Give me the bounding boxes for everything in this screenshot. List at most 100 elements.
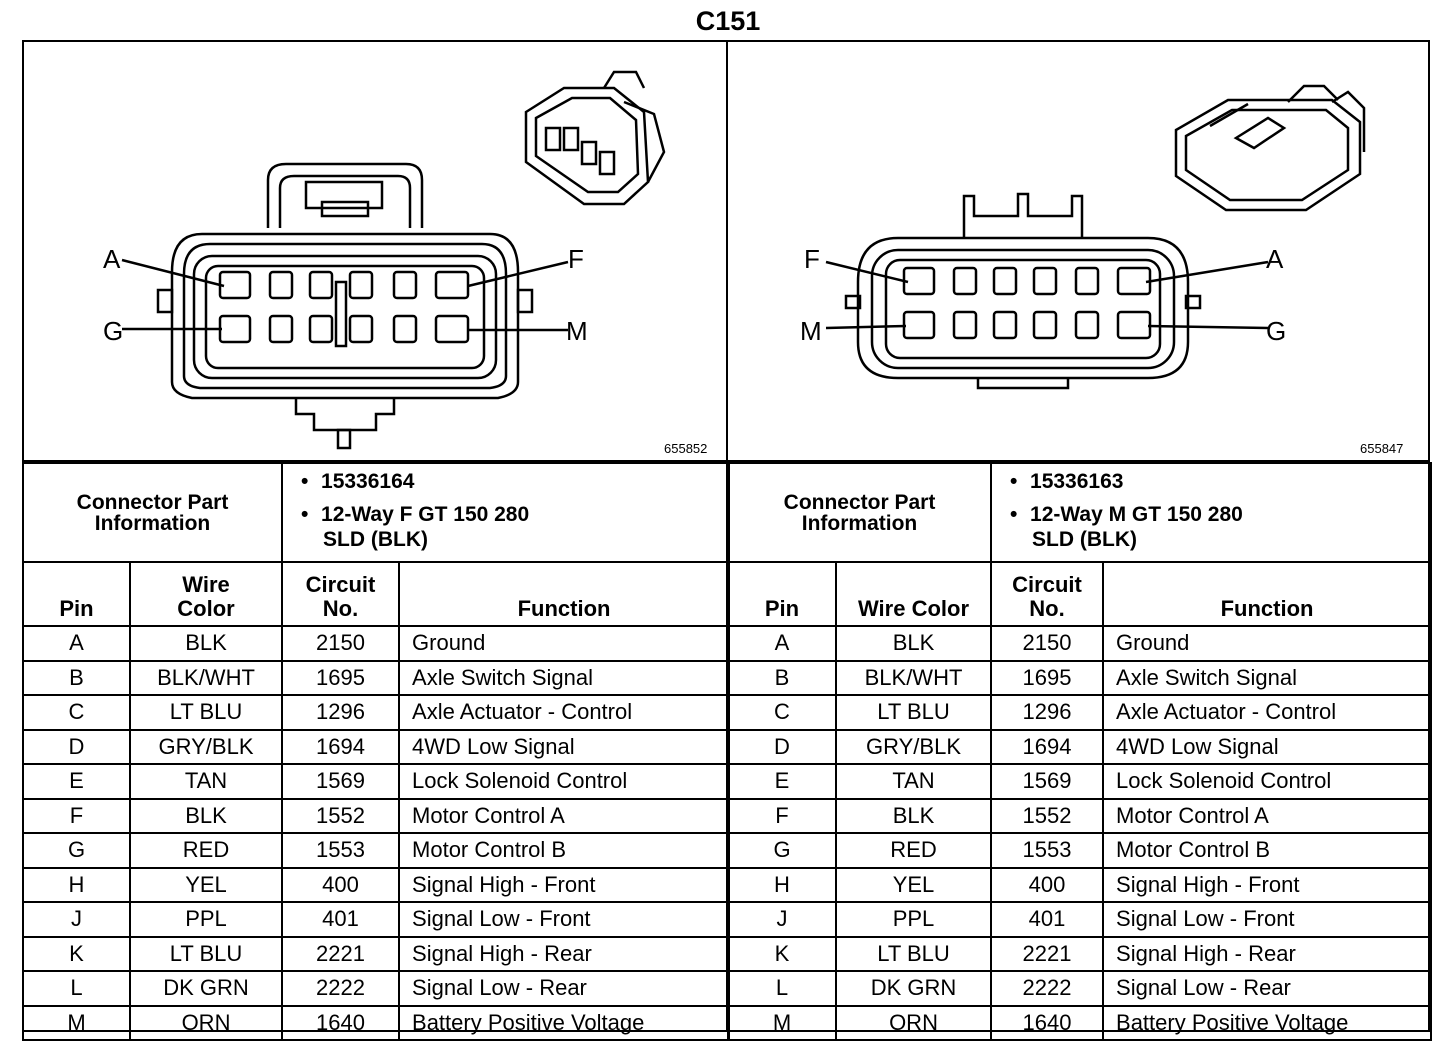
circuit-cell: 1553 [281,832,401,869]
pin-cell: A [727,625,837,662]
pin-cell: H [727,866,837,903]
function-cell: Motor Control B [1102,832,1433,869]
pin-cell: D [22,728,131,765]
right-connector-table: Connector Part Information •15336163 •12… [726,462,1433,1041]
wire-color-cell: DK GRN [834,970,993,1007]
callout-right-top-right: A [1266,244,1284,274]
right-part-desc-line2: SLD (BLK) [1032,527,1137,551]
wire-color-cell: LT BLU [128,694,284,731]
function-cell: Axle Switch Signal [398,659,731,696]
left-part-desc-line1: 12-Way F GT 150 280 [321,502,530,526]
wire-color-cell: LT BLU [834,694,993,731]
function-cell: Battery Positive Voltage [398,1004,731,1041]
wire-color-cell: DK GRN [128,970,284,1007]
circuit-cell: 1694 [281,728,401,765]
wire-color-cell: LT BLU [128,935,284,972]
function-cell: Signal High - Rear [1102,935,1433,972]
function-cell: Signal Low - Rear [1102,970,1433,1007]
left-connector-face-drawing [121,70,666,450]
wire-color-cell: GRY/BLK [834,728,993,765]
circuit-cell: 1569 [990,763,1105,800]
wire-color-cell: TAN [128,763,284,800]
function-cell: Lock Solenoid Control [1102,763,1433,800]
wire-color-cell: LT BLU [834,935,993,972]
wire-color-cell: BLK/WHT [128,659,284,696]
callout-right-top-left: F [804,244,820,274]
circuit-cell: 1694 [990,728,1105,765]
wire-color-cell: BLK [128,797,284,834]
right-header-pin: Pin [727,561,837,627]
pin-cell: J [22,901,131,938]
left-header-function: Function [398,561,731,627]
callout-right-bottom-right: G [1266,316,1287,346]
wire-color-cell: GRY/BLK [128,728,284,765]
pin-cell: M [727,1004,837,1041]
pin-cell: E [22,763,131,800]
wire-color-cell: BLK [128,625,284,662]
wire-color-cell: BLK [834,625,993,662]
wire-color-cell: PPL [834,901,993,938]
pin-cell: B [727,659,837,696]
function-cell: Axle Switch Signal [1102,659,1433,696]
function-cell: Signal Low - Front [1102,901,1433,938]
circuit-cell: 1296 [281,694,401,731]
wire-color-cell: ORN [128,1004,284,1041]
circuit-cell: 400 [990,866,1105,903]
circuit-cell: 2221 [990,935,1105,972]
callout-left-bottom-left: G [103,316,124,346]
function-cell: Signal Low - Rear [398,970,731,1007]
function-cell: Signal Low - Front [398,901,731,938]
left-figure-number: 655852 [664,441,708,456]
function-cell: Axle Actuator - Control [398,694,731,731]
circuit-cell: 1553 [990,832,1105,869]
right-figure-number: 655847 [1360,441,1404,456]
pin-cell: M [22,1004,131,1041]
circuit-cell: 1640 [990,1004,1105,1041]
circuit-cell: 2222 [990,970,1105,1007]
right-part-info: •15336163 •12-Way M GT 150 280 SLD (BLK) [990,462,1433,563]
wire-color-cell: YEL [128,866,284,903]
function-cell: Ground [1102,625,1433,662]
left-part-info: •15336164 •12-Way F GT 150 280 SLD (BLK) [281,462,731,563]
function-cell: 4WD Low Signal [398,728,731,765]
right-part-desc-line1: 12-Way M GT 150 280 [1030,502,1243,526]
pin-cell: B [22,659,131,696]
right-header-function: Function [1102,561,1433,627]
wire-color-cell: RED [834,832,993,869]
left-header-wire-color: Wire Color [128,561,284,627]
circuit-cell: 2221 [281,935,401,972]
function-cell: Motor Control A [398,797,731,834]
page-title: C151 [695,6,761,36]
circuit-cell: 2150 [281,625,401,662]
callout-left-top-right: F [568,244,584,274]
pin-cell: L [22,970,131,1007]
left-connector-table: Connector Part Information •15336164 •12… [21,462,731,1041]
callout-left-top-left: A [103,244,121,274]
circuit-cell: 1552 [990,797,1105,834]
pin-cell: K [727,935,837,972]
circuit-cell: 1296 [990,694,1105,731]
pin-cell: G [22,832,131,869]
left-info-label: Connector Part Information [21,462,284,563]
table-divider [22,460,1430,463]
wire-color-cell: BLK/WHT [834,659,993,696]
left-header-circuit: Circuit No. [281,561,401,627]
left-part-desc-line2: SLD (BLK) [323,527,428,551]
pin-cell: C [727,694,837,731]
pin-cell: F [22,797,131,834]
